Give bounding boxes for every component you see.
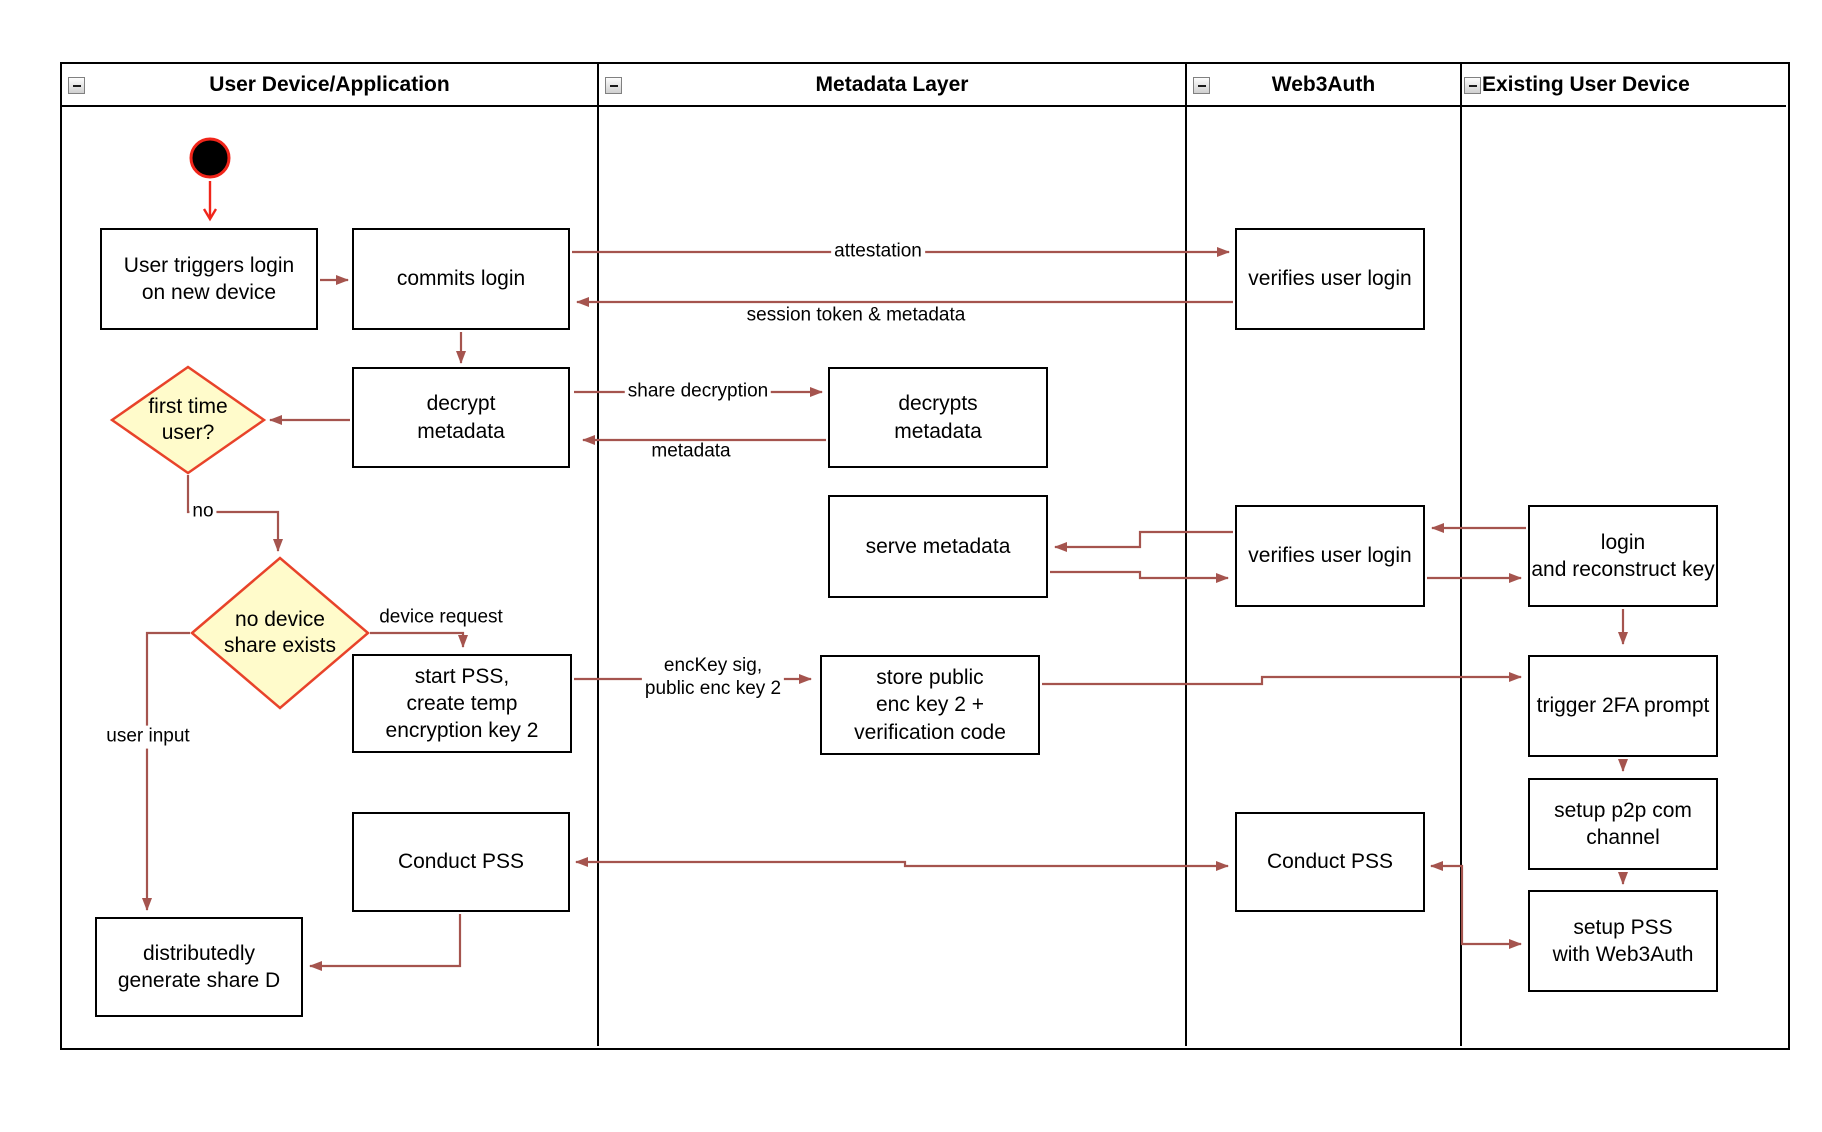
swimlane-outer-border [60,62,1790,1050]
edge-store-to-trigger2fa [1042,672,1522,686]
decision-label-first-time-user: first time user? [148,394,228,444]
edge-label-device-request: device request [379,606,503,628]
lane-title-user-device: User Device/Application [209,73,450,96]
node-decrypts-metadata[interactable]: decrypts metadata [828,367,1048,468]
node-verifies-user-login-mid[interactable]: verifies user login [1235,505,1425,607]
node-setup-pss[interactable]: setup PSS with Web3Auth [1528,890,1718,992]
edge-label-share-decryption: share decryption [624,380,772,404]
node-start-pss[interactable]: start PSS, create temp encryption key 2 [352,654,572,753]
edge-label-metadata: metadata [651,440,731,462]
node-commits-login[interactable]: commits login [352,228,570,330]
node-distributedly-generate[interactable]: distributedly generate share D [95,917,303,1017]
lane-divider-3 [1460,62,1462,1046]
decision-first-time-user[interactable] [109,365,267,475]
node-setup-p2p[interactable]: setup p2p com channel [1528,778,1718,870]
edge-label-no: no [189,500,217,524]
node-decrypt-metadata[interactable]: decrypt metadata [352,367,570,468]
node-store-public-enc-key[interactable]: store public enc key 2 + verification co… [820,655,1040,755]
edge-conduct-to-distributedly [309,914,462,971]
lane-divider-2 [1185,62,1187,1046]
lane-title-metadata-layer: Metadata Layer [815,73,969,96]
lane-divider-1 [597,62,599,1046]
node-conduct-pss-left[interactable]: Conduct PSS [352,812,570,912]
lane-title-existing-device: Existing User Device [1482,73,1690,96]
node-login-reconstruct-key[interactable]: login and reconstruct key [1528,505,1718,607]
collapse-lane-icon[interactable] [68,77,85,94]
collapse-lane-icon[interactable] [1464,77,1481,94]
lane-header-divider [60,105,1786,107]
edge-setup-pss-to-conduct [1430,861,1522,949]
collapse-lane-icon[interactable] [605,77,622,94]
node-verifies-user-login-top[interactable]: verifies user login [1235,228,1425,330]
initial-state-node[interactable] [189,137,231,179]
edge-conduct-pss-link [575,857,1229,871]
node-serve-metadata[interactable]: serve metadata [828,495,1048,598]
edge-verifies-to-serve [1054,530,1233,552]
edge-device-request [370,631,468,648]
node-trigger-2fa[interactable]: trigger 2FA prompt [1528,655,1718,757]
edge-label-attestation: attestation [831,240,925,264]
node-conduct-pss-right[interactable]: Conduct PSS [1235,812,1425,912]
edge-no-branch [186,475,283,552]
lane-title-web3auth: Web3Auth [1271,73,1376,96]
decision-no-device-share[interactable] [190,556,370,710]
edge-label-session-token: session token & metadata [746,304,966,326]
collapse-lane-icon[interactable] [1193,77,1210,94]
node-user-triggers-login[interactable]: User triggers login on new device [100,228,318,330]
edge-label-user-input: user input [103,725,193,749]
decision-label-no-device-share: no device share exists [223,607,337,657]
edge-serve-to-verifies [1050,570,1229,583]
edge-label-enckey: encKey sig, public enc key 2 [641,655,785,701]
edge-user-input [142,631,190,911]
